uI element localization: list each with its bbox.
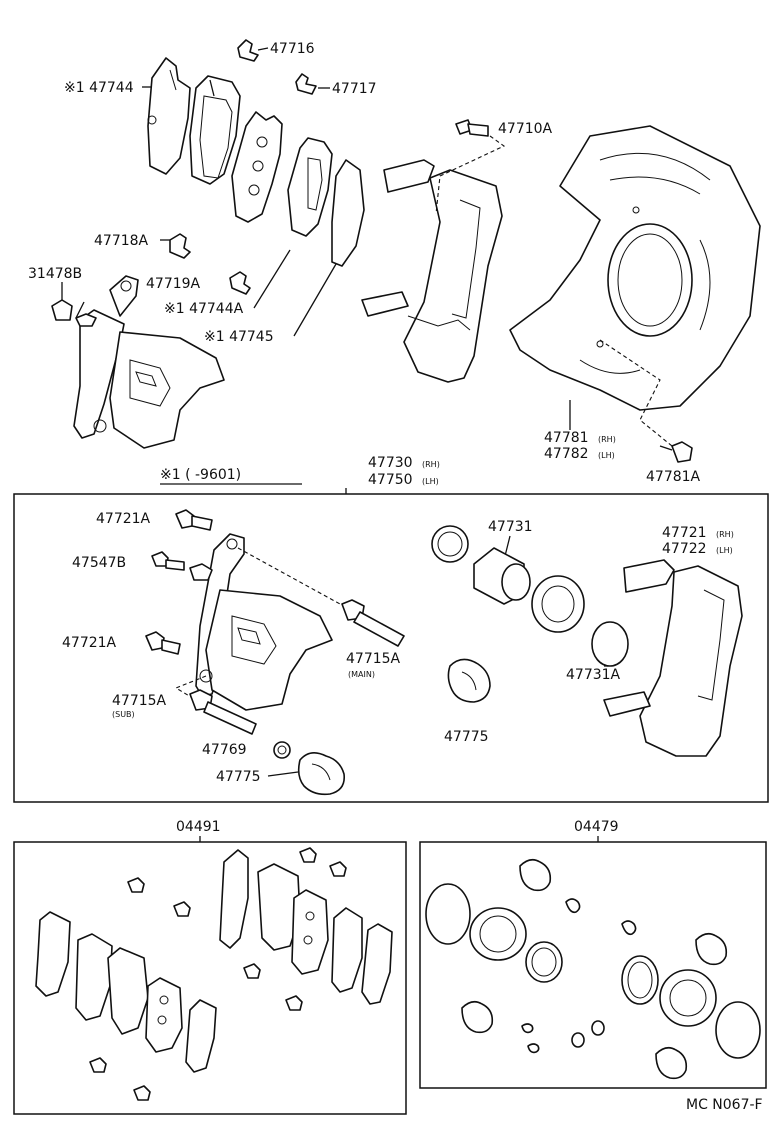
bleeder-47547B: [151, 551, 185, 571]
caliper-mounting-bracket-mid: [603, 559, 743, 757]
label-47750-lh: (LH): [422, 477, 439, 486]
clip-47718A: [169, 233, 191, 259]
ring-47769: [273, 741, 291, 759]
leader-47744A: [253, 249, 291, 309]
label-47716: 47716: [270, 41, 315, 57]
label-47781: 47781: [544, 430, 589, 446]
label-47547B: 47547B: [72, 555, 126, 571]
piston: [473, 547, 531, 605]
label-47775-a: 47775: [216, 769, 261, 785]
caliper-top: [73, 275, 225, 449]
label-47717: 47717: [332, 81, 377, 97]
label-31478B: 31478B: [28, 266, 82, 282]
footer-code: MC N067-F: [686, 1097, 763, 1113]
label-47744: ※1 47744: [64, 80, 134, 96]
guide-pin-sub: [189, 689, 257, 735]
pad-kit-box: [13, 841, 407, 1115]
pad-backing-plate: [231, 111, 283, 223]
label-47750: 47750: [368, 472, 413, 488]
pad-kit-contents: [35, 847, 393, 1101]
seal-kit-box: [419, 841, 767, 1089]
bolt-47710A: [455, 119, 489, 137]
guide-pin-main: [341, 599, 405, 647]
clip-47716: [237, 39, 269, 62]
caliper-assembly-box: [13, 493, 769, 803]
disc-dust-cover: [509, 125, 761, 411]
assembly-note: ※1 ( -9601): [160, 467, 241, 483]
shim-47744A: [287, 137, 333, 237]
label-47775-b: 47775: [444, 729, 489, 745]
caliper-mounting-bracket-top: [361, 159, 503, 383]
label-47745: ※1 47745: [204, 329, 274, 345]
bolt-47721A-b: [145, 631, 181, 655]
label-47721A-a: 47721A: [96, 511, 151, 527]
label-47731A: 47731A: [566, 667, 621, 683]
label-47722-lh: (LH): [716, 546, 733, 555]
seal-kit-contents: [425, 858, 761, 1080]
label-47782-lh: (LH): [598, 451, 615, 460]
boot-47775-a: [297, 752, 346, 796]
label-04479: 04479: [574, 819, 619, 835]
label-47769: 47769: [202, 742, 247, 758]
label-47730-rh: (RH): [422, 460, 440, 469]
dash-47781A: [599, 339, 673, 447]
label-47781-rh: (RH): [598, 435, 616, 444]
seal-ring: [431, 525, 469, 563]
leader-47775-a: [267, 771, 299, 777]
label-04491: 04491: [176, 819, 221, 835]
label-47744A: ※1 47744A: [164, 301, 244, 317]
label-47721: 47721: [662, 525, 707, 541]
label-47715A-main: 47715A: [346, 651, 401, 667]
clip-47719A: [229, 271, 251, 295]
brake-pad: [189, 75, 241, 185]
clip-47717: [295, 73, 330, 95]
dash-sub-pin: [174, 675, 207, 701]
dash-47710A: [435, 135, 506, 215]
label-47782: 47782: [544, 446, 589, 462]
label-47718A: 47718A: [94, 233, 149, 249]
piston-boot: [531, 575, 585, 633]
label-47719A: 47719A: [146, 276, 201, 292]
label-47722: 47722: [662, 541, 707, 557]
label-47710A: 47710A: [498, 121, 553, 137]
bolt-47781A: [659, 441, 693, 463]
label-47721-rh: (RH): [716, 530, 734, 539]
label-47715A-sub: 47715A: [112, 693, 167, 709]
label-47721A-b: 47721A: [62, 635, 117, 651]
shim-47744: [147, 57, 191, 175]
caliper-mid: [189, 533, 333, 711]
piston-seal-47731A: [591, 621, 629, 667]
label-47730: 47730: [368, 455, 413, 471]
label-47781A: 47781A: [646, 469, 701, 485]
label-sub: (SUB): [112, 710, 135, 719]
boot-47775-b: [447, 658, 491, 703]
leader-47745: [293, 263, 337, 337]
shim-47745: [331, 159, 365, 267]
label-47731: 47731: [488, 519, 533, 535]
label-main: (MAIN): [348, 670, 375, 679]
bolt-47721A-a: [175, 509, 213, 531]
bleeder-plug-31478B: [51, 299, 73, 321]
dash-main-pin: [237, 547, 341, 605]
